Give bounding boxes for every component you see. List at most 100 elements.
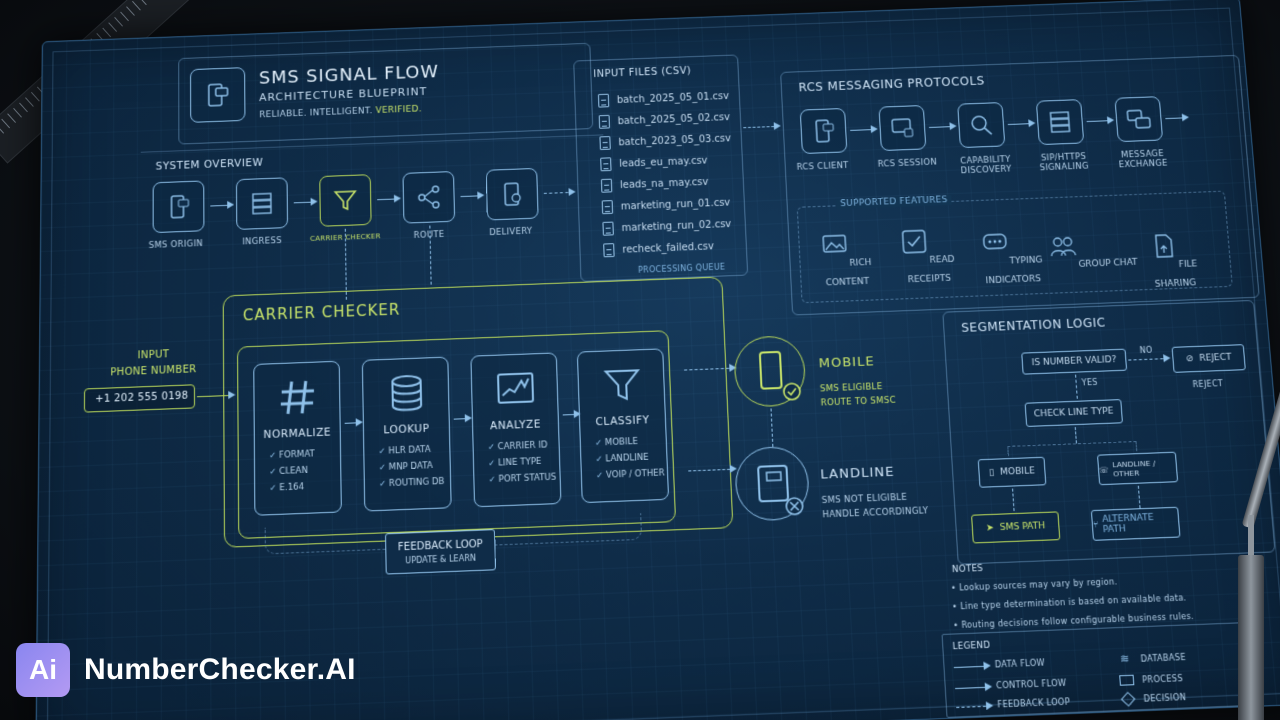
stage-lookup[interactable]: LOOKUP HLR DATA MNP DATA ROUTING DB <box>361 356 452 512</box>
stage-item: FORMAT <box>269 449 315 461</box>
feature-read-receipts: READ RECEIPTS <box>881 226 974 287</box>
landline-title: LANDLINE <box>819 464 895 483</box>
file-item[interactable]: marketing_run_02.csv <box>602 217 731 236</box>
stage-title: LOOKUP <box>383 422 430 437</box>
feedback-loop-sub: UPDATE & LEARN <box>405 552 477 565</box>
chart-icon <box>493 366 539 412</box>
file-item[interactable]: leads_eu_may.csv <box>600 154 708 172</box>
stage-item: MNP DATA <box>379 461 433 473</box>
stage-item: PORT STATUS <box>489 473 556 486</box>
typing-bubble-icon <box>980 228 1010 257</box>
file-list: batch_2025_05_01.csv batch_2025_05_02.cs… <box>586 85 741 265</box>
stage-item: ROUTING DB <box>379 477 445 490</box>
alternate-path-box: ⑂ALTERNATE PATH <box>1090 506 1181 541</box>
csv-file-icon <box>600 157 612 172</box>
message-exchange-icon <box>1114 96 1164 143</box>
database-icon: ≋ <box>1119 651 1131 666</box>
csv-file-icon <box>597 93 610 108</box>
file-item[interactable]: recheck_failed.csv <box>603 239 714 258</box>
image-icon <box>820 230 849 259</box>
landline-phone-icon: ☏ <box>1098 464 1109 475</box>
file-item[interactable]: batch_2023_05_03.csv <box>599 132 731 151</box>
yes-label: YES <box>1081 377 1099 388</box>
phone-number-value: +1 202 555 0198 <box>95 390 189 406</box>
rcs-session-icon <box>878 105 927 152</box>
signaling-server-icon <box>1035 99 1085 146</box>
phone-number-input[interactable]: +1 202 555 0198 <box>83 384 196 413</box>
stage-item: LINE TYPE <box>488 457 541 469</box>
legend-item: PROCESS <box>1141 673 1184 685</box>
csv-file-icon <box>603 243 615 258</box>
legend-item: DATABASE <box>1140 652 1187 664</box>
input-label: INPUT PHONE NUMBER <box>110 349 197 379</box>
csv-file-icon <box>600 178 613 193</box>
feedback-loop-box: FEEDBACK LOOP UPDATE & LEARN <box>385 529 497 575</box>
sms-path-box: ➤SMS PATH <box>971 511 1061 544</box>
split-icon: ⑂ <box>1092 520 1099 531</box>
funnel-icon <box>599 362 645 408</box>
feature-file-sharing: FILE SHARING <box>1127 230 1221 291</box>
feature-rich-content: RICH CONTENT <box>800 229 893 290</box>
landline-branch-box: ☏LANDLINE / OTHER <box>1096 451 1179 486</box>
node-label-sms-origin: SMS ORIGIN <box>148 239 203 251</box>
mechanical-pencil <box>1238 515 1264 720</box>
csv-file-icon <box>602 221 614 236</box>
notes-title: NOTES <box>951 563 984 576</box>
stage-item: LANDLINE <box>595 453 649 465</box>
file-item[interactable]: marketing_run_01.csv <box>601 196 731 215</box>
process-icon <box>1119 674 1135 686</box>
stage-item: HLR DATA <box>378 445 430 457</box>
stage-item: E.164 <box>269 482 304 494</box>
mobile-branch-box: ▯MOBILE <box>977 456 1047 488</box>
mobile-result-icon <box>733 334 807 408</box>
carrier-checker-funnel-icon <box>319 174 372 227</box>
stage-analyze[interactable]: ANALYZE CARRIER ID LINE TYPE PORT STATUS <box>470 352 562 508</box>
feedback-loop-title: FEEDBACK LOOP <box>397 538 483 553</box>
legend-item: DECISION <box>1143 692 1187 704</box>
rcs-client-icon <box>799 107 848 155</box>
feature-group-chat: GROUP CHAT <box>1047 229 1139 272</box>
check-circle-icon: ⊘ <box>1185 354 1194 365</box>
decision-valid-box: IS NUMBER VALID? <box>1021 348 1128 375</box>
rcs-step-label: MESSAGE EXCHANGE <box>1118 149 1169 171</box>
stage-item: CARRIER ID <box>488 440 548 452</box>
phone-chat-icon <box>190 67 246 123</box>
ingress-server-icon <box>235 177 289 230</box>
blueprint-board: SMS SIGNAL FLOW ARCHITECTURE BLUEPRINT R… <box>35 0 1280 720</box>
csv-file-icon <box>599 136 611 151</box>
reject-label: REJECT <box>1192 379 1224 390</box>
file-item[interactable]: batch_2025_05_01.csv <box>597 89 729 108</box>
csv-file-icon <box>598 114 611 129</box>
ai-logo[interactable]: Ai <box>16 643 70 697</box>
rcs-step-label: RCS CLIENT <box>796 161 850 173</box>
stage-title: ANALYZE <box>489 418 542 433</box>
file-share-icon <box>1148 232 1178 261</box>
stage-normalize[interactable]: NORMALIZE FORMAT CLEAN E.164 <box>253 360 342 516</box>
send-icon: ➤ <box>985 523 995 534</box>
reject-box: ⊘REJECT <box>1171 344 1246 373</box>
hash-icon <box>275 374 320 420</box>
database-icon <box>384 370 429 416</box>
landline-result-icon <box>733 445 811 522</box>
brand-name[interactable]: NumberChecker.AI <box>84 653 356 686</box>
stage-item: VOIP / OTHER <box>596 468 665 481</box>
file-item[interactable]: batch_2025_05_02.csv <box>598 110 731 129</box>
rcs-step-label: CAPABILITY DISCOVERY <box>959 154 1012 177</box>
stage-item: CLEAN <box>269 466 308 478</box>
node-label-ingress: INGRESS <box>242 236 282 248</box>
check-icon <box>900 227 929 256</box>
sms-origin-icon <box>152 180 205 234</box>
file-item[interactable]: leads_na_may.csv <box>600 175 709 193</box>
stage-title: CLASSIFY <box>595 414 650 429</box>
legend-item: DATA FLOW <box>994 658 1046 670</box>
stage-title: NORMALIZE <box>263 426 332 442</box>
check-line-type-box: CHECK LINE TYPE <box>1024 399 1124 427</box>
no-label: NO <box>1139 345 1153 356</box>
mobile-title: MOBILE <box>818 354 876 372</box>
capability-search-icon <box>957 102 1006 149</box>
phone-icon: ▯ <box>988 467 995 479</box>
stage-classify[interactable]: CLASSIFY MOBILE LANDLINE VOIP / OTHER <box>576 348 670 504</box>
feature-typing-indicators: TYPING INDICATORS <box>965 226 1058 287</box>
stage-item: MOBILE <box>595 437 638 449</box>
csv-file-icon <box>601 200 614 215</box>
